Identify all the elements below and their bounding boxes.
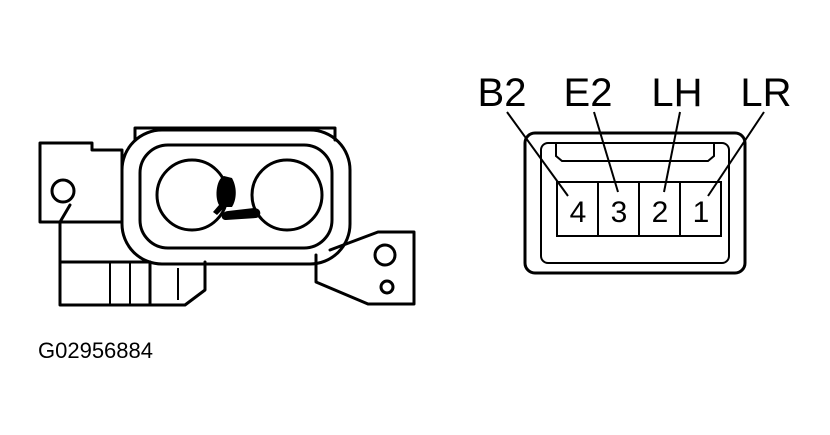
leader-line-lh bbox=[663, 111, 681, 193]
switch-bezel-inner bbox=[138, 143, 334, 250]
leader-line-lr bbox=[707, 111, 765, 197]
connector-face: B2 E2 LH LR 4 3 2 1 bbox=[478, 71, 792, 275]
terminal-number-3: 3 bbox=[611, 196, 628, 229]
seat-switch-body bbox=[38, 126, 416, 307]
switch-bezel-outer bbox=[120, 128, 352, 266]
pin-name-b2: B2 bbox=[478, 71, 527, 115]
rear-knob bbox=[250, 158, 324, 232]
connector-lock-tab bbox=[555, 143, 715, 162]
terminal-number-4: 4 bbox=[570, 196, 587, 229]
terminal-cavity-1 bbox=[679, 181, 722, 237]
leader-line-b2 bbox=[506, 111, 569, 197]
front-knob bbox=[155, 158, 229, 232]
right-bracket-hole-large bbox=[373, 243, 397, 267]
left-bracket-hole bbox=[50, 178, 76, 204]
connector-inner-shell bbox=[540, 142, 730, 264]
pin-name-lr: LR bbox=[740, 71, 791, 115]
seat-icon bbox=[213, 176, 261, 220]
right-bracket-hole-small bbox=[379, 279, 395, 295]
pin-name-lh: LH bbox=[651, 71, 702, 115]
terminal-number-1: 1 bbox=[693, 196, 710, 229]
pin-name-e2: E2 bbox=[564, 71, 613, 115]
leader-line-e2 bbox=[593, 111, 619, 193]
terminal-number-2: 2 bbox=[652, 196, 669, 229]
connector-outer-shell bbox=[523, 131, 747, 275]
figure-code: G02956884 bbox=[38, 338, 153, 363]
